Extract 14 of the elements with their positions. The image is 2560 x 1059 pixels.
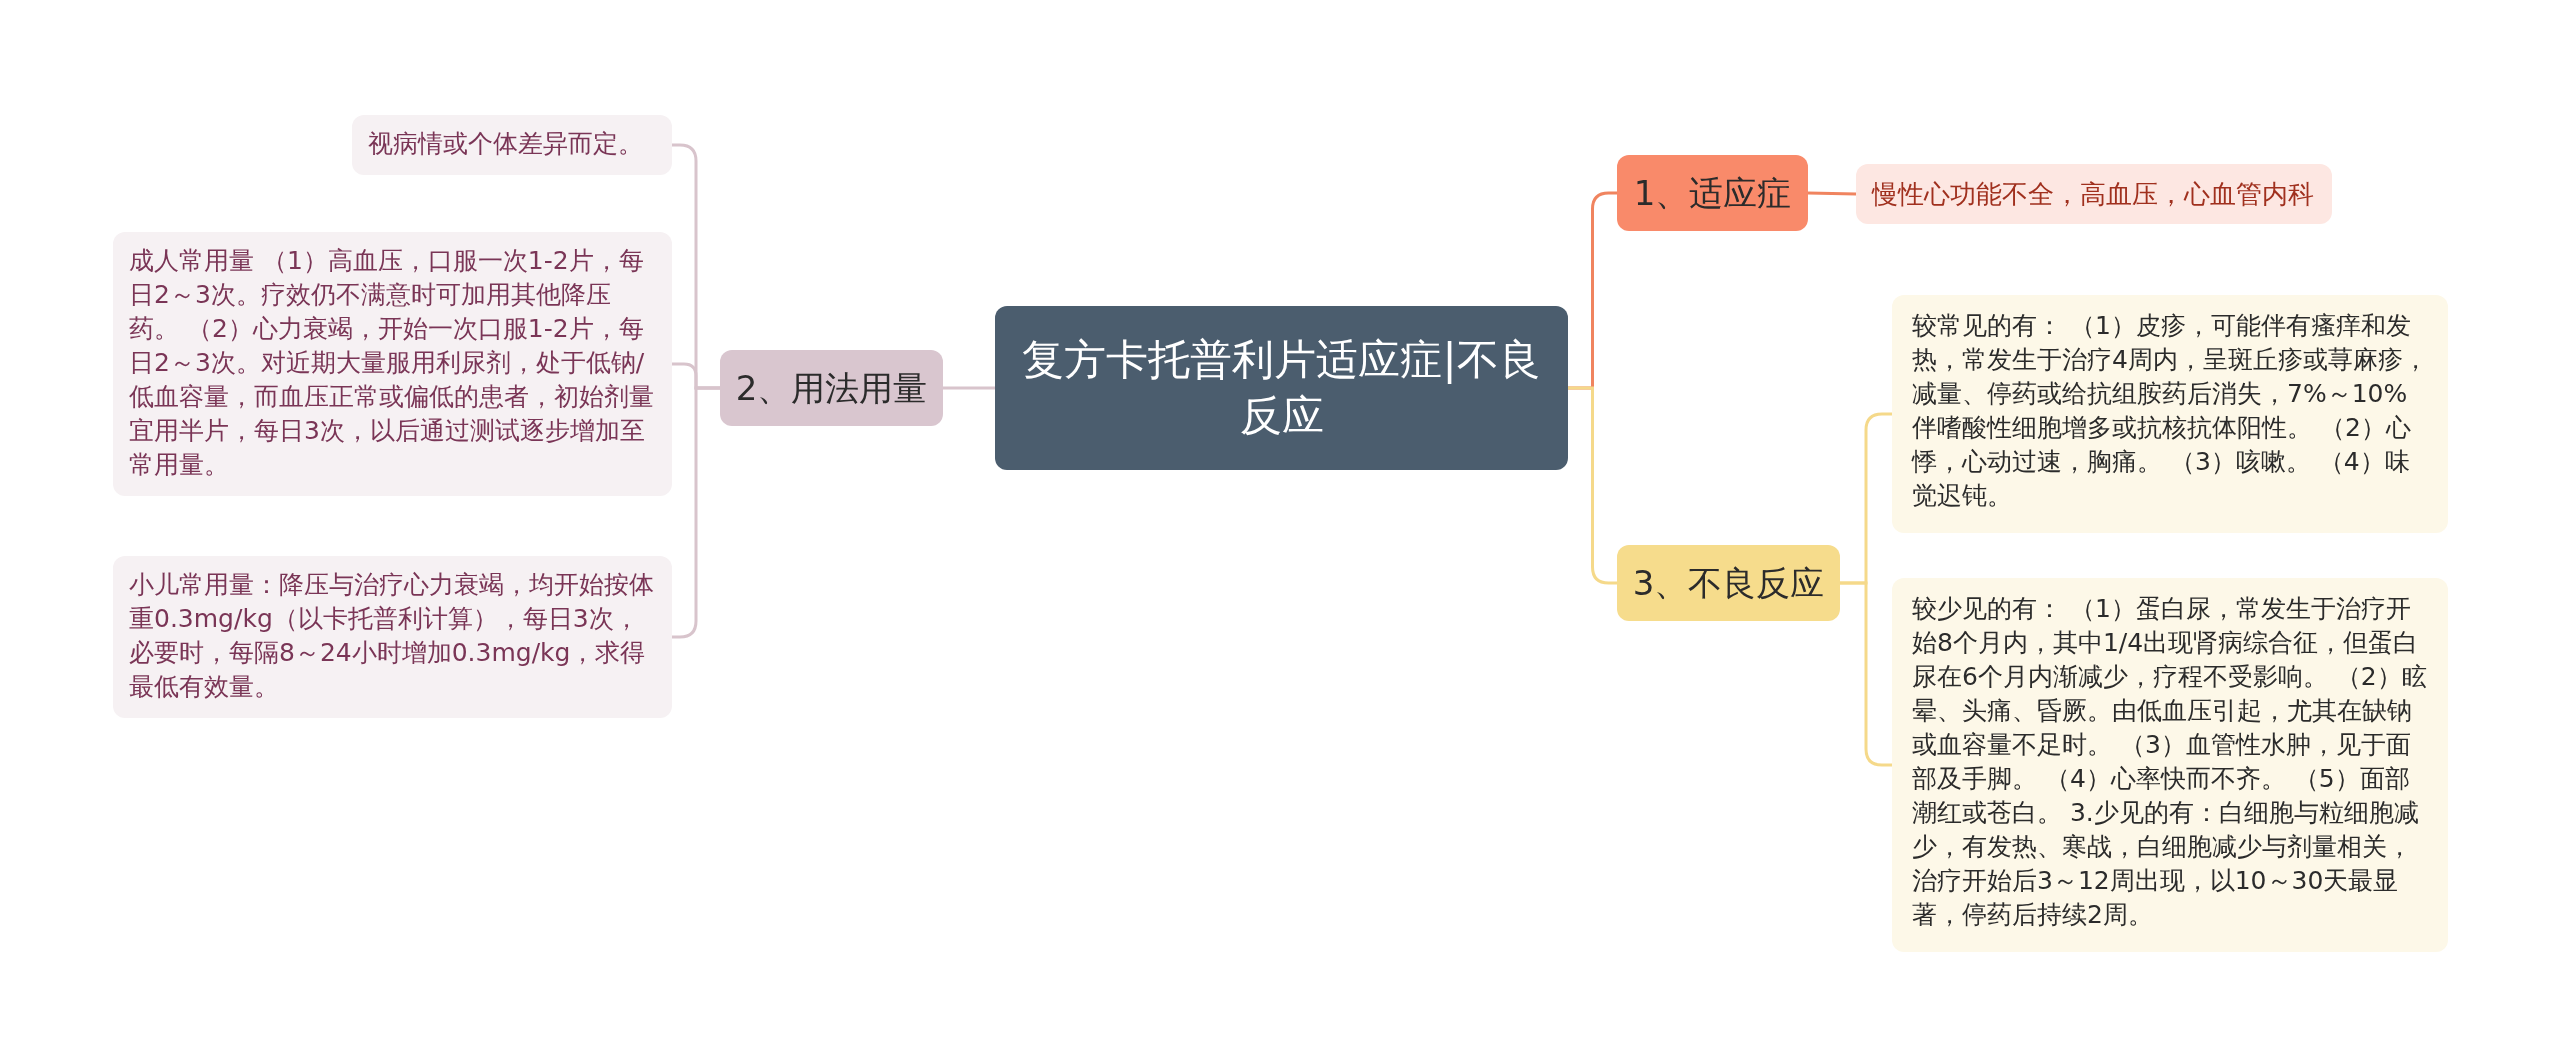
central-topic-box: 复方卡托普利片适应症|不良反应 <box>995 306 1568 470</box>
subtopic-box: 视病情或个体差异而定。 <box>352 115 672 175</box>
connector-line <box>672 386 720 639</box>
connector-line <box>943 386 995 390</box>
branch-topic-box: 1、适应症 <box>1617 155 1808 231</box>
subtopic-box: 成人常用量 （1）高血压，口服一次1-2片，每日2～3次。疗效仍不满意时可加用其他降压药。 （2）心力衰竭，开始一次口服1-2片，每日2～3次。对近期大量服用利尿剂，处于低钠/低血容量，而血压正常或偏低的患者，初始剂量宜用半片，每日3次，以后通过测试逐步增加至常用量。 <box>113 232 672 496</box>
subtopic-box: 较常见的有： （1）皮疹，可能伴有瘙痒和发热，常发生于治疗4周内，呈斑丘疹或荨麻疹，减量、停药或给抗组胺药后消失，7%～10%伴嗜酸性细胞增多或抗核抗体阳性。 （2）心悸，心动过速，胸痛。 （3）咳嗽。 （4）味觉迟钝。 <box>1892 295 2448 533</box>
branch-topic-box: 3、不良反应 <box>1617 545 1840 621</box>
branch-topic-box: 2、用法用量 <box>720 350 943 426</box>
connector-line <box>1807 191 1857 196</box>
subtopic-box: 慢性心功能不全，高血压，心血管内科 <box>1856 164 2332 224</box>
connector-line <box>1568 386 1617 585</box>
subtopic-box: 较少见的有： （1）蛋白尿，常发生于治疗开始8个月内，其中1/4出现肾病综合征，但蛋白尿在6个月内渐减少，疗程不受影响。 （2）眩晕、头痛、昏厥。由低血压引起，尤其在缺钠或血容量不足时。 （3）血管性水肿，见于面部及手脚。 （4）心率快而不齐。 （5）面部潮红或苍白。 3.少见的有：白细胞与粒细胞减少，有发热、寒战，白细胞减少与剂量相关，治疗开始后3～12周出现，以10～30天最显著，停药后持续2周。 <box>1892 578 2448 952</box>
subtopic-box: 小儿常用量：降压与治疗心力衰竭，均开始按体重0.3mg/kg（以卡托普利计算），每日3次，必要时，每隔8～24小时增加0.3mg/kg，求得最低有效量。 <box>113 556 672 718</box>
